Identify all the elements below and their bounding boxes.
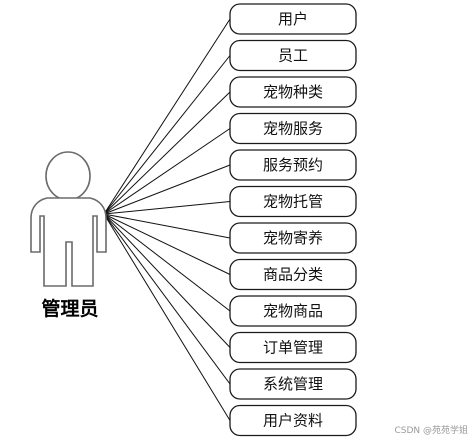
use-case-label: 系统管理 <box>263 375 323 393</box>
use-case-box <box>229 331 357 364</box>
use-case-box <box>229 39 357 72</box>
actor-body <box>30 197 107 287</box>
use-case-box <box>229 295 357 327</box>
connector-line <box>103 201 231 215</box>
use-case-node: 系统管理 <box>229 368 357 400</box>
use-case-box <box>229 3 357 35</box>
use-case-label: 宠物托管 <box>263 193 323 211</box>
use-case-box <box>229 149 357 181</box>
connector-line <box>103 213 231 348</box>
use-case-node: 宠物商品 <box>229 295 357 327</box>
connector-line <box>103 213 231 275</box>
use-case-box <box>229 185 357 218</box>
actor-label: 管理员 <box>41 298 99 320</box>
use-case-node: 宠物种类 <box>229 76 357 108</box>
connector-line <box>103 128 231 215</box>
use-case-box <box>229 404 357 437</box>
actor-figure <box>30 151 107 287</box>
use-case-label: 宠物种类 <box>263 83 323 101</box>
actor-head <box>45 151 91 201</box>
use-case-label: 宠物商品 <box>263 302 323 320</box>
use-case-label: 员工 <box>278 47 308 65</box>
connector-line <box>103 91 231 215</box>
use-case-label: 宠物服务 <box>263 120 323 138</box>
use-case-list: 用户员工宠物种类宠物服务服务预约宠物托管宠物寄养商品分类宠物商品订单管理系统管理… <box>229 3 357 437</box>
connector-line <box>103 164 231 215</box>
connector-line <box>103 55 231 215</box>
use-case-node: 宠物服务 <box>229 112 357 145</box>
use-case-label: 用户 <box>278 10 308 28</box>
use-case-node: 服务预约 <box>229 149 357 181</box>
connector-line <box>103 213 231 312</box>
use-case-node: 订单管理 <box>229 331 357 364</box>
use-case-node: 商品分类 <box>229 258 357 291</box>
use-case-box <box>229 258 357 291</box>
connector-line <box>103 18 231 215</box>
use-case-label: 服务预约 <box>263 156 323 174</box>
connector-line <box>103 213 231 385</box>
connector-line <box>103 213 231 239</box>
use-case-label: 用户资料 <box>263 412 323 430</box>
connector-lines <box>103 18 231 421</box>
watermark-text: CSDN @苑苑学姐 <box>394 426 468 436</box>
use-case-label: 订单管理 <box>263 339 323 357</box>
use-case-box <box>229 76 357 108</box>
use-case-box <box>229 368 357 400</box>
use-case-label: 商品分类 <box>263 266 323 284</box>
use-case-node: 宠物托管 <box>229 185 357 218</box>
use-case-node: 用户 <box>229 3 357 35</box>
use-case-box <box>229 112 357 145</box>
use-case-node: 用户资料 <box>229 404 357 437</box>
use-case-box <box>229 222 357 254</box>
use-case-node: 宠物寄养 <box>229 222 357 254</box>
use-case-node: 员工 <box>229 39 357 72</box>
use-case-label: 宠物寄养 <box>263 229 323 247</box>
connector-line <box>103 213 231 421</box>
